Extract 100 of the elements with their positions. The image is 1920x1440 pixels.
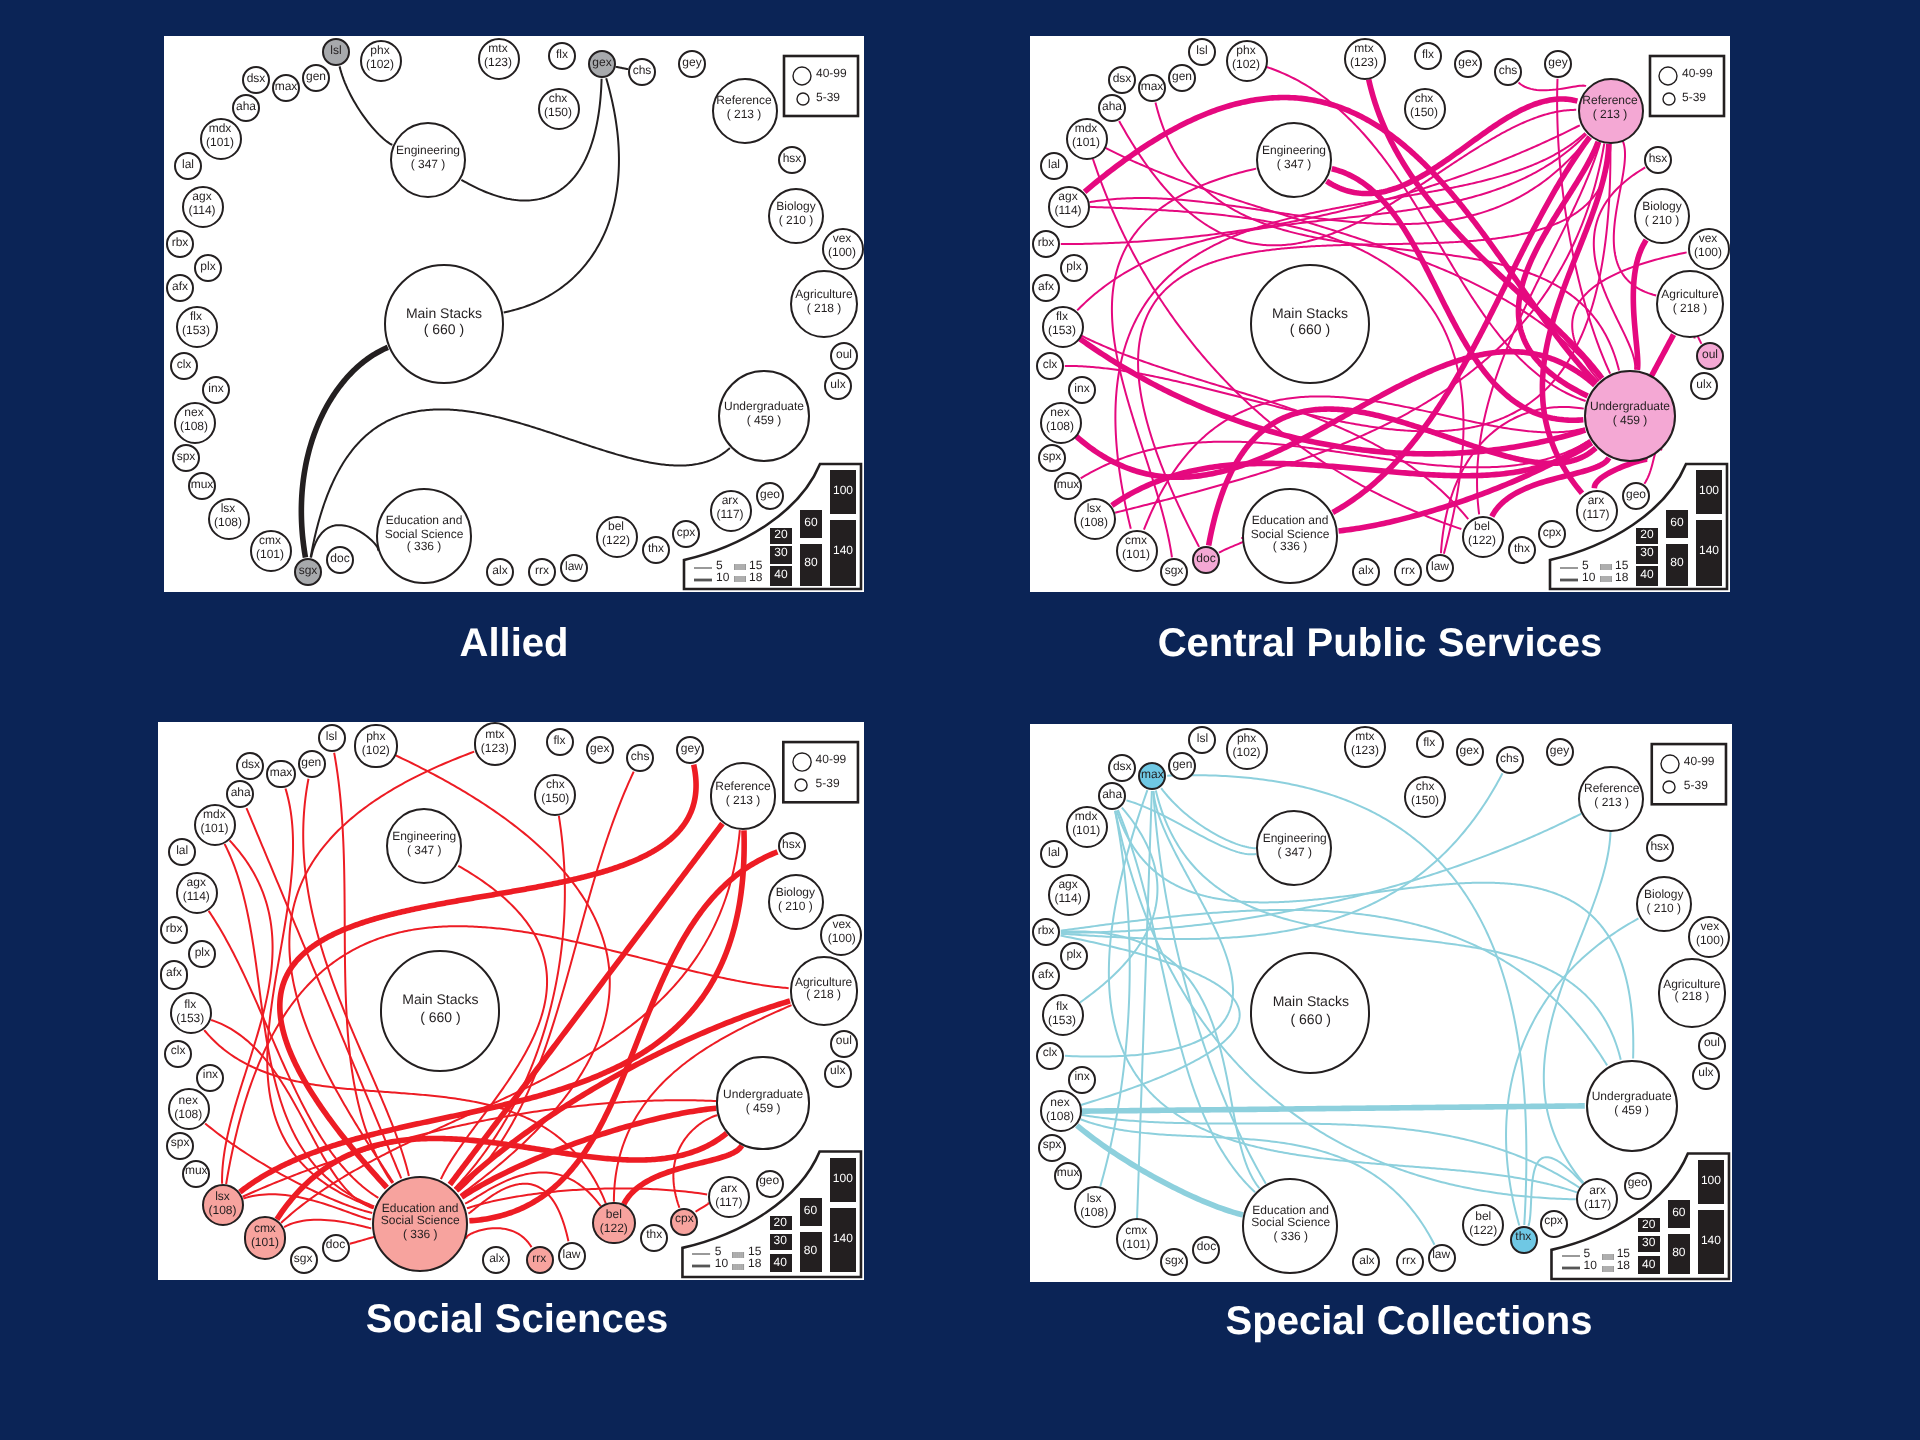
link-curve	[1079, 806, 1159, 1004]
link-curve	[288, 750, 476, 1184]
location-circle	[168, 838, 197, 867]
location-circle	[322, 38, 350, 66]
link-curve	[1091, 157, 1463, 531]
location-circle	[534, 773, 577, 816]
link-curve	[454, 998, 791, 1192]
link-curve	[1125, 799, 1258, 856]
link-curve	[1088, 135, 1591, 226]
location-circle	[486, 558, 514, 586]
link-curve	[1630, 238, 1649, 372]
location-circle	[236, 752, 265, 781]
link-curve	[1079, 439, 1591, 480]
location-circle	[709, 762, 777, 830]
link-curve	[221, 839, 274, 1185]
location-circle	[1168, 752, 1197, 781]
location-circle	[1115, 529, 1157, 571]
location-circle	[1343, 725, 1386, 768]
location-circle	[830, 342, 858, 370]
link-curve	[310, 524, 380, 559]
link-curve	[238, 830, 747, 1195]
link-curve	[274, 1131, 729, 1221]
link-curve	[225, 925, 790, 1186]
location-circle	[1343, 37, 1385, 79]
link-curve	[1118, 108, 1578, 247]
link-curve	[1078, 336, 1587, 457]
link-curve	[460, 77, 603, 202]
location-circle	[1539, 1209, 1568, 1238]
location-circle	[1256, 810, 1333, 887]
location-circle	[1054, 1161, 1083, 1190]
location-circle	[188, 940, 217, 969]
location-circle	[181, 185, 223, 227]
location-circle	[1242, 1177, 1339, 1274]
link-curve	[1556, 77, 1612, 375]
location-circle	[242, 66, 270, 94]
location-circle	[1160, 1247, 1189, 1276]
location-circle	[1032, 918, 1061, 947]
location-circle	[1584, 370, 1676, 462]
location-circle	[201, 1184, 244, 1227]
location-circle	[166, 274, 194, 302]
location-circle	[1575, 489, 1617, 531]
location-circle	[175, 871, 218, 914]
location-circle	[226, 780, 255, 809]
link-curve	[467, 1182, 570, 1243]
location-circle	[1577, 77, 1643, 143]
location-circle	[1403, 87, 1445, 129]
location-circle	[557, 1241, 586, 1270]
location-circle	[1041, 305, 1083, 347]
location-circle	[1065, 117, 1107, 159]
panel-title: Allied	[459, 622, 569, 668]
link-curve	[1527, 1156, 1584, 1227]
location-circle	[777, 832, 806, 861]
location-circle	[824, 372, 852, 400]
link-curve	[1591, 456, 1651, 490]
location-circle	[173, 401, 215, 443]
link-curve	[1059, 908, 1609, 1067]
location-circle	[297, 750, 326, 779]
link-curve	[245, 807, 403, 1180]
link-curve	[1205, 406, 1598, 546]
location-circle	[1138, 762, 1167, 791]
link-curve	[1082, 94, 1599, 386]
link-curve	[266, 787, 375, 1209]
location-circle	[1462, 1204, 1505, 1247]
location-circle	[289, 1245, 318, 1274]
location-circle	[628, 58, 656, 86]
location-circle	[1687, 227, 1729, 269]
location-circle	[1038, 1133, 1067, 1162]
link-curve	[1166, 774, 1528, 1227]
location-circle	[172, 444, 200, 472]
location-circle	[640, 1223, 669, 1252]
link-curve	[277, 763, 699, 1190]
panel-title: Social Sciences	[365, 1298, 669, 1344]
link-curve	[1059, 930, 1261, 1190]
location-circle	[588, 50, 616, 78]
location-circle	[756, 482, 784, 510]
link-curve	[460, 1105, 717, 1200]
link-curve	[1517, 81, 1587, 92]
location-circle	[1352, 1247, 1381, 1276]
location-circle	[1696, 342, 1724, 370]
link-curve	[1079, 1118, 1436, 1246]
panel-title: Special Collections	[1225, 1300, 1593, 1346]
link-curve	[1489, 456, 1612, 518]
location-circle	[1060, 254, 1088, 282]
location-circle	[1039, 401, 1081, 443]
location-circle	[1688, 915, 1731, 958]
location-circle	[768, 188, 824, 244]
location-circle	[1039, 1090, 1082, 1133]
location-circle	[1068, 376, 1096, 404]
location-circle	[1644, 146, 1672, 174]
link-curve	[1571, 251, 1688, 382]
location-circle	[1073, 497, 1115, 539]
location-circle	[585, 735, 614, 765]
link-curve	[1649, 332, 1677, 378]
location-circle	[196, 1063, 225, 1092]
link-curve	[447, 821, 725, 1187]
link-curve	[1142, 395, 1586, 531]
location-circle	[1047, 185, 1089, 227]
link-curve	[1080, 1113, 1581, 1189]
location-circle	[1098, 782, 1127, 811]
location-circle	[1538, 520, 1566, 548]
